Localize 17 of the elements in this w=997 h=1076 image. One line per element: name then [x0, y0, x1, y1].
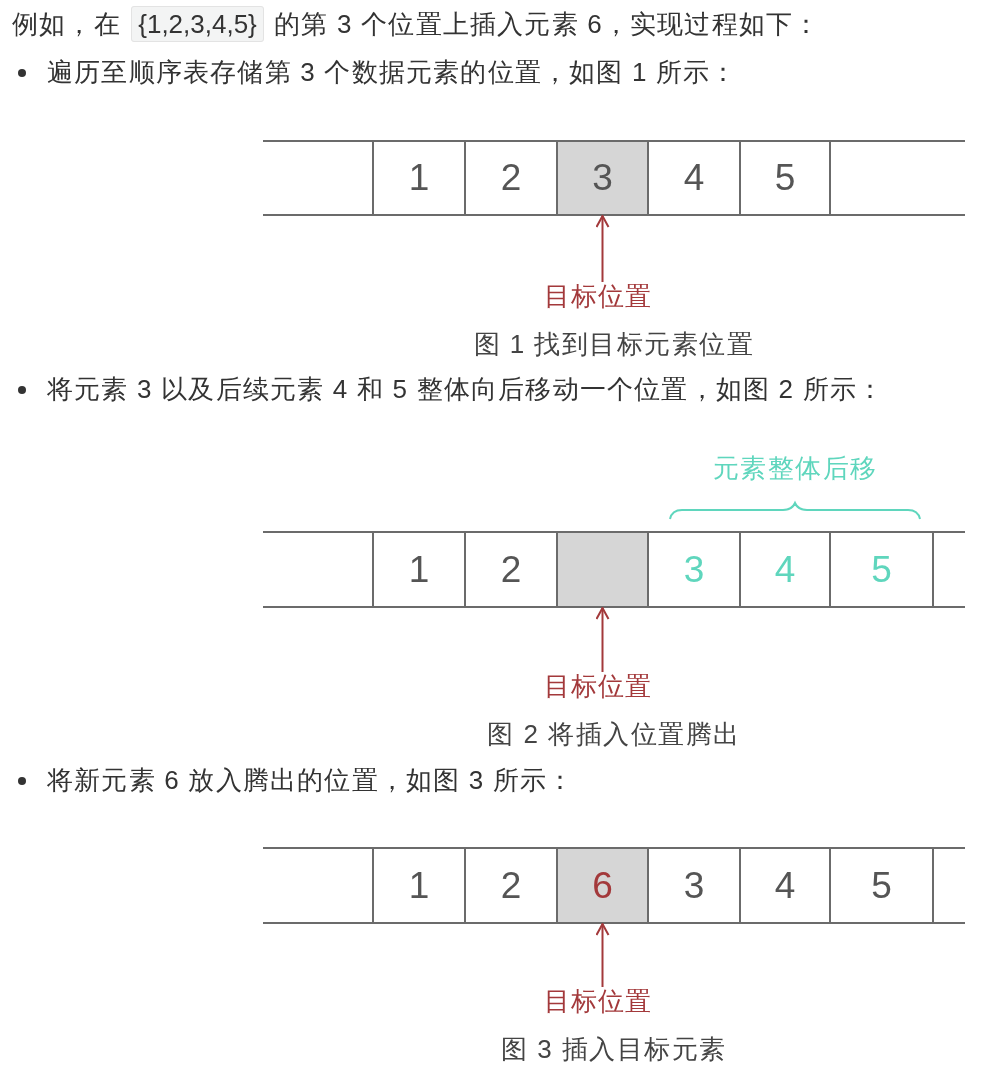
paragraph-text: 例如，在 {1,2,3,4,5} 的第 3 个位置上插入元素 6，实现过程如下：	[12, 7, 821, 41]
pointer-label: 目标位置	[544, 672, 652, 700]
figure-caption: 图 3 插入目标元素	[501, 1033, 727, 1066]
list-item-text: 将元素 3 以及后续元素 4 和 5 整体向后移动一个位置，如图 2 所示：	[47, 373, 885, 406]
pointer-label: 目标位置	[544, 282, 652, 310]
arrow	[595, 923, 610, 988]
pointer-label: 目标位置	[544, 987, 652, 1015]
array-cell: 3	[556, 140, 649, 216]
brace-label: 元素整体后移	[712, 452, 878, 485]
array-cell	[556, 531, 649, 608]
figure-caption: 图 2 将插入位置腾出	[487, 718, 741, 751]
figure-caption: 图 1 找到目标元素位置	[473, 328, 755, 361]
list-item-text: 遍历至顺序表存储第 3 个数据元素的位置，如图 1 所示：	[47, 56, 738, 89]
arrow	[595, 215, 610, 283]
array-cell: 6	[556, 847, 649, 924]
arrow	[595, 607, 610, 673]
list-item-text: 将新元素 6 放入腾出的位置，如图 3 所示：	[47, 764, 575, 797]
